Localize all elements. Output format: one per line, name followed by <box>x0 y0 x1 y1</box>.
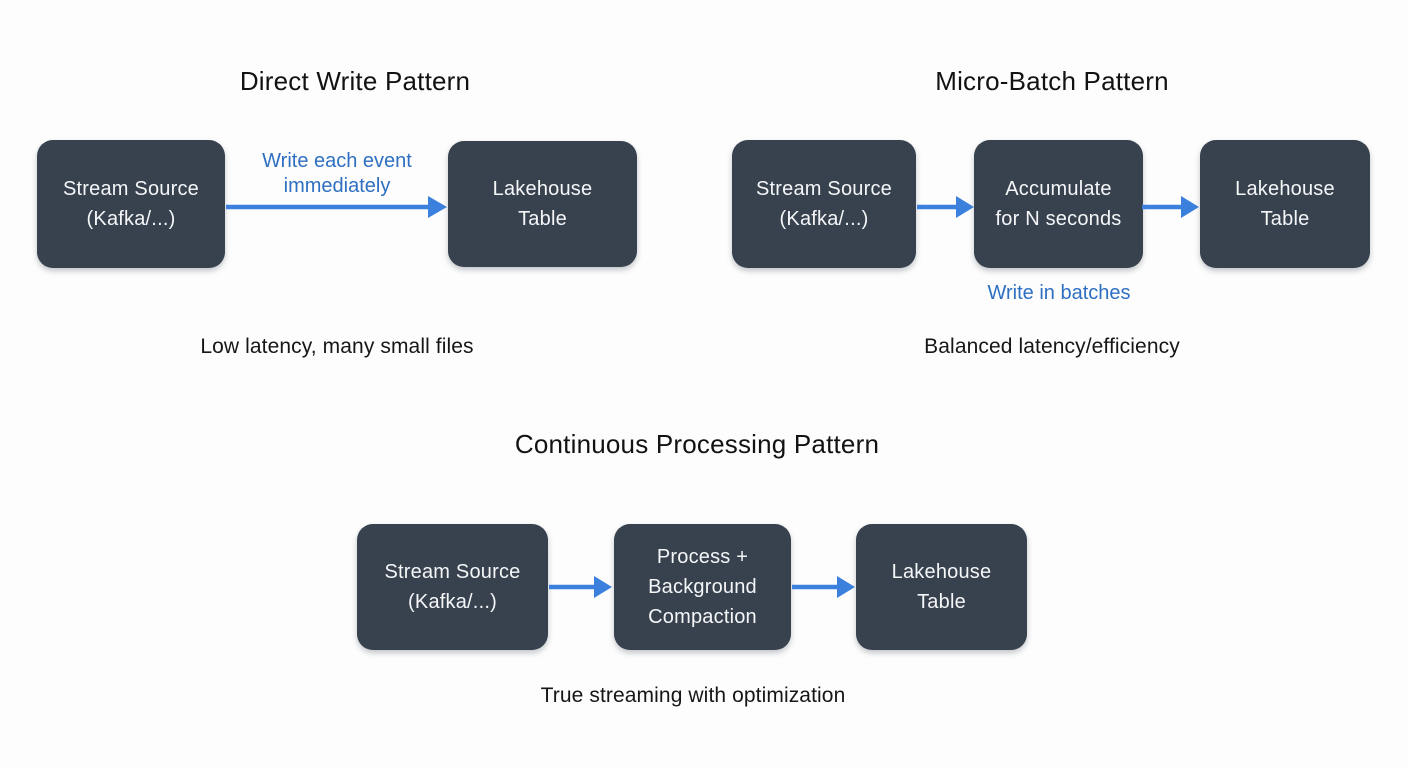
node-label-line: Compaction <box>648 606 757 628</box>
arrow-label-line: Write each event <box>262 150 412 172</box>
pattern-title: Direct Write Pattern <box>239 66 471 96</box>
below-arrow-label: Write in batches <box>987 282 1131 304</box>
arrow-right-icon <box>1142 196 1199 218</box>
node-stream-source: Stream Source (Kafka/...) <box>732 140 916 268</box>
node-label-line: Table <box>1260 208 1310 230</box>
pattern-title: Micro-Batch Pattern <box>935 66 1169 96</box>
node-label-line: (Kafka/...) <box>86 208 176 230</box>
node-label-line: Table <box>518 208 567 230</box>
node-label-line: Accumulate <box>1005 178 1112 200</box>
pattern-caption: True streaming with optimization <box>540 684 846 707</box>
node-lakehouse-table: Lakehouse Table <box>448 141 637 267</box>
node-label-line: (Kafka/...) <box>779 208 869 230</box>
node-label-line: Stream Source <box>63 178 199 200</box>
pattern-caption: Low latency, many small files <box>200 335 474 358</box>
pattern-caption: Balanced latency/efficiency <box>924 335 1180 358</box>
node-accumulate: Accumulate for N seconds <box>974 140 1143 268</box>
node-label-line: Lakehouse <box>891 561 992 583</box>
node-stream-source: Stream Source (Kafka/...) <box>37 140 225 268</box>
node-label-line: Background <box>648 576 757 598</box>
pattern-title: Continuous Processing Pattern <box>514 429 880 459</box>
arrow-right-icon <box>226 196 447 218</box>
node-stream-source: Stream Source (Kafka/...) <box>357 524 548 650</box>
node-lakehouse-table: Lakehouse Table <box>1200 140 1370 268</box>
node-label-line: Lakehouse <box>1235 178 1335 200</box>
node-label-line: Lakehouse <box>492 178 593 200</box>
node-label-line: Table <box>917 591 966 613</box>
node-lakehouse-table: Lakehouse Table <box>856 524 1027 650</box>
node-label-line: Stream Source <box>756 178 892 200</box>
arrow-label: Write each event immediately <box>226 149 448 199</box>
arrow-right-icon <box>549 576 612 598</box>
node-label-line: Process + <box>656 546 749 568</box>
node-label-line: for N seconds <box>995 208 1122 230</box>
node-label-line: Stream Source <box>384 561 521 583</box>
arrow-right-icon <box>792 576 855 598</box>
node-process-compaction: Process + Background Compaction <box>614 524 791 650</box>
node-label-line: (Kafka/...) <box>408 591 497 613</box>
arrow-label-line: immediately <box>283 175 391 197</box>
arrow-right-icon <box>917 196 974 218</box>
